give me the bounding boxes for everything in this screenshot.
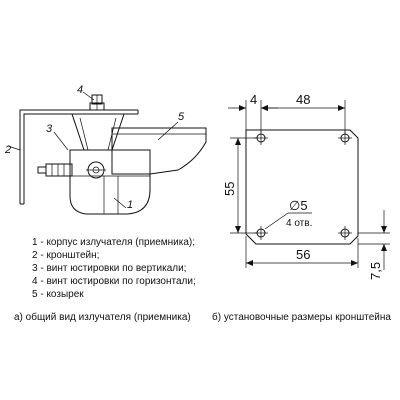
pivot-bolt bbox=[86, 161, 106, 179]
leader-lines bbox=[7, 91, 179, 209]
hole-count: 4 отв. bbox=[286, 218, 312, 229]
legend-item-5: 5 - козырек bbox=[32, 289, 84, 300]
legend-item-3: 3 - винт юстировки по вертикали; bbox=[32, 263, 186, 274]
hole-leader bbox=[264, 212, 289, 230]
bracket-mounting-view: 4 48 55 56 7,5 ∅5 4 отв. bbox=[222, 92, 390, 280]
hole-diameter: ∅5 bbox=[289, 198, 308, 213]
callout-5: 5 bbox=[178, 111, 185, 123]
horizontal-adjust-screw bbox=[89, 94, 105, 111]
parts-legend: 1 - корпус излучателя (приемника); 2 - к… bbox=[32, 237, 196, 300]
vertical-adjust-screw bbox=[37, 163, 73, 177]
dim-left-height: 55 bbox=[222, 182, 237, 196]
mount-cone bbox=[71, 113, 125, 151]
housing-body bbox=[69, 149, 151, 215]
legend-item-4: 4 - винт юстировки по горизонтали; bbox=[32, 276, 196, 287]
caption-right: б) установочные размеры кронштейна bbox=[212, 311, 391, 323]
legend-item-1: 1 - корпус излучателя (приемника); bbox=[32, 237, 195, 248]
emitter-general-view: 2 3 4 5 1 bbox=[4, 84, 207, 215]
callout-3: 3 bbox=[46, 123, 53, 135]
legend-item-2: 2 - кронштейн; bbox=[32, 250, 99, 261]
caption-left: а) общий вид излучателя (приемника) bbox=[14, 311, 191, 323]
dim-bottom-width: 56 bbox=[296, 247, 310, 262]
callout-1: 1 bbox=[127, 199, 133, 211]
dim-right-small: 7,5 bbox=[368, 262, 383, 280]
bracket-plate bbox=[245, 129, 359, 245]
dim-top-small: 4 bbox=[250, 92, 257, 107]
visor bbox=[111, 127, 207, 175]
callout-2: 2 bbox=[4, 144, 11, 156]
callout-4: 4 bbox=[77, 84, 83, 96]
dim-top-main: 48 bbox=[296, 92, 310, 107]
